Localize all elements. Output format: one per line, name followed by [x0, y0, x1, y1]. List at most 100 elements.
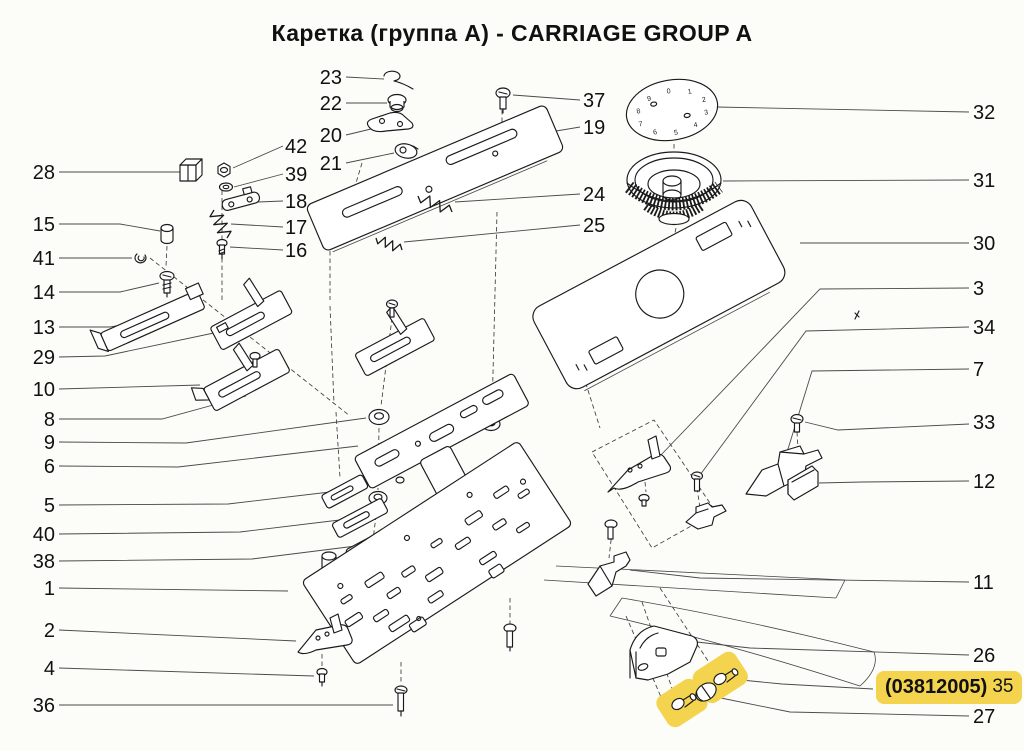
leader-24: [455, 194, 580, 202]
callout-37: 37: [583, 90, 605, 112]
leader-6: [59, 446, 358, 467]
part-screw-mid: [504, 624, 516, 651]
callout-19: 19: [583, 117, 605, 139]
part-code: (03812005): [885, 675, 988, 698]
part-lever-20: [367, 112, 412, 131]
callout-8: 8: [44, 409, 55, 431]
leader-17: [231, 224, 283, 227]
callout-12: 12: [973, 471, 995, 493]
part-bracket-2: [298, 614, 352, 654]
callout-6: 6: [44, 456, 55, 478]
callout-29: 29: [33, 347, 55, 369]
part-knob-31: [627, 152, 721, 225]
part-screw-36: [395, 686, 407, 716]
callout-21: 21: [320, 153, 342, 175]
part-base-plate-1: [302, 441, 575, 669]
part-screw-11: [605, 520, 617, 539]
callout-7: 7: [973, 359, 984, 381]
part-screw-35b: [712, 668, 739, 687]
leader-12: [819, 481, 969, 483]
part-plate-5: [321, 474, 369, 509]
leader-39: [234, 174, 283, 187]
callout-20: 20: [320, 125, 342, 147]
callout-2: 2: [44, 620, 55, 642]
callout-10: 10: [33, 379, 55, 401]
part-bracket-26: [630, 626, 697, 680]
part-bracket-13: [90, 282, 209, 355]
callout-18: 18: [285, 191, 307, 213]
part-hook-23: [384, 71, 413, 89]
dial-digit: 4: [693, 122, 698, 130]
leader-18: [258, 201, 283, 202]
callout-31: 31: [973, 170, 995, 192]
part-cap-22: [388, 95, 406, 112]
callout-28: 28: [33, 162, 55, 184]
part-lever-18: [220, 185, 261, 211]
part-spring-24: [418, 196, 452, 212]
part-rail-19: [306, 104, 566, 254]
part-washer-39: [220, 183, 233, 191]
callout-22: 22: [320, 93, 342, 115]
part-zbracket-34: [686, 503, 726, 529]
part-spring-25: [376, 237, 402, 250]
part-plate-10: [182, 328, 291, 417]
part-number-35: 35: [992, 676, 1014, 697]
leader-38: [59, 545, 364, 561]
callout-30: 30: [973, 233, 995, 255]
callout-24: 24: [583, 184, 605, 206]
leader-34: [700, 327, 969, 475]
leader-23: [346, 77, 384, 79]
part-code-badge[interactable]: (03812005) 35: [876, 671, 1023, 704]
leader-40: [59, 519, 348, 534]
dial-digit: 5: [674, 129, 679, 137]
part-plate-12: [788, 466, 818, 500]
callout-27: 27: [973, 706, 995, 728]
dial-digit: 7: [638, 121, 643, 129]
callout-labels: 2815411413291089654038124362322202142391…: [33, 67, 996, 728]
part-cover-30: [529, 196, 791, 396]
leader-1: [59, 588, 288, 591]
part-mark-small: [855, 311, 859, 319]
part-plate-40: [332, 498, 389, 538]
callout-9: 9: [44, 432, 55, 454]
callout-39: 39: [285, 164, 307, 186]
part-bracket-11: [588, 552, 630, 596]
part-screw-34: [692, 472, 703, 491]
part-block-28: [180, 159, 202, 181]
leader-27: [716, 697, 969, 716]
leader-42: [233, 146, 283, 168]
leader-31: [723, 180, 969, 181]
callout-26: 26: [973, 645, 995, 667]
callout-11: 11: [973, 572, 994, 594]
leader-14: [59, 283, 159, 292]
part-grommet-9: [369, 410, 389, 425]
callout-40: 40: [33, 524, 55, 546]
part-bushing-15: [161, 225, 173, 244]
callout-34: 34: [973, 317, 995, 339]
part-nut-42: [218, 163, 230, 177]
callout-4: 4: [44, 658, 55, 680]
leader-11: [630, 570, 969, 582]
leader-5: [59, 492, 330, 505]
leader-35: [731, 679, 873, 689]
part-stud-4: [317, 669, 327, 687]
part-screw-33: [791, 415, 803, 433]
leader-20: [346, 129, 371, 135]
callout-17: 17: [285, 217, 307, 239]
leader-32: [716, 107, 969, 112]
dial-digit: 1: [687, 88, 692, 96]
callout-33: 33: [973, 412, 995, 434]
leader-15: [59, 224, 160, 231]
part-clip-21: [394, 142, 418, 160]
callout-38: 38: [33, 551, 55, 573]
leader-7: [784, 369, 969, 462]
leader-25: [404, 225, 580, 242]
leader-9: [59, 418, 366, 443]
dial-digit: 6: [653, 129, 658, 137]
callout-16: 16: [285, 240, 307, 262]
callout-14: 14: [33, 282, 55, 304]
part-bracket-7: [746, 446, 822, 496]
